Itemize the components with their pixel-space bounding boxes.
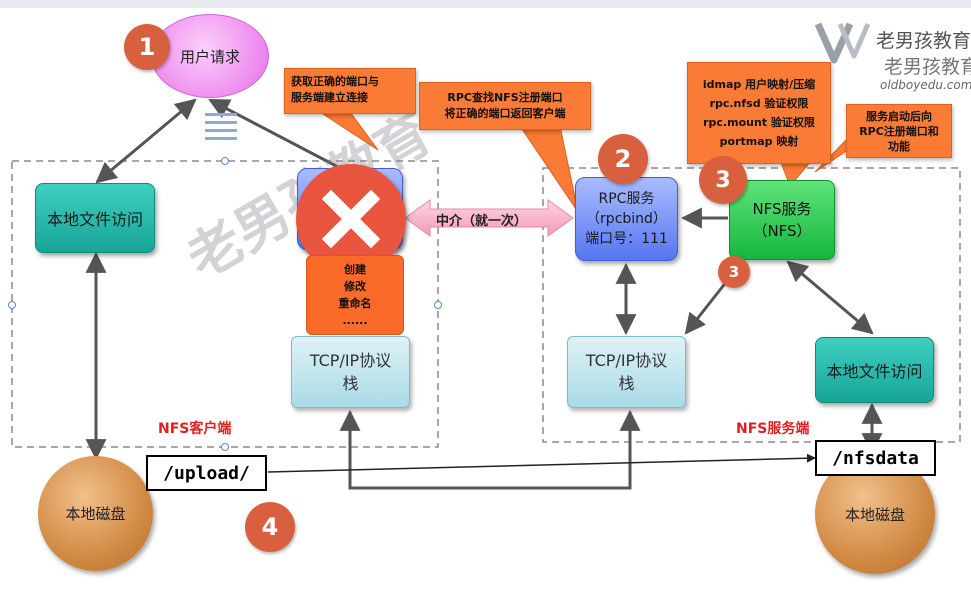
callout-nfs-register: 服务启动后向 RPC注册端口和 功能 (846, 104, 952, 158)
step-3b-badge: 3 (718, 256, 750, 288)
brand-name: 老男孩教育 (876, 30, 971, 52)
step-4-badge: 4 (245, 502, 295, 552)
client-file-ops: 创建 修改 重命名 ...... (306, 255, 404, 335)
server-frame (542, 167, 961, 443)
step-3a-badge: 3 (699, 156, 747, 204)
callout-client-connect: 获取正确的端口与 服务端建立连接 (284, 68, 416, 114)
user-request-node: 用户请求 (151, 14, 269, 98)
client-label: NFS客户端 (158, 421, 232, 437)
three-bars-icon (205, 113, 237, 140)
client-local-disk: 本地磁盘 (38, 456, 153, 571)
brand-logo-mark (814, 22, 871, 64)
server-tcpip-stack: TCP/IP协议 栈 (567, 336, 686, 408)
client-local-file-access: 本地文件访问 (35, 183, 155, 253)
brand-name-faint: 老男孩教育 (884, 56, 971, 78)
step-1-badge: 1 (124, 24, 170, 70)
broker-label: 中介（就一次） (436, 214, 528, 229)
server-share-dir: /nfsdata (815, 440, 936, 476)
server-rpc-service: RPC服务 （rpcbind） 端口号：111 (575, 177, 678, 261)
brand-domain: oldboyedu.com (880, 78, 971, 92)
broker-double-arrow (404, 199, 574, 237)
server-nfs-service: NFS服务 （NFS） (729, 180, 835, 260)
server-local-file-access: 本地文件访问 (815, 337, 934, 403)
client-tcpip-stack: TCP/IP协议 栈 (291, 336, 410, 408)
server-label: NFS服务端 (736, 421, 810, 437)
callout-nfs-features: idmap 用户映射/压缩 rpc.nfsd 验证权限 rpc.mount 验证… (687, 62, 831, 164)
step-2-badge: 2 (598, 134, 648, 184)
top-bar (0, 0, 971, 8)
client-mount-dir: /upload/ (146, 455, 267, 491)
callout-rpc-lookup: RPC查找NFS注册端口 将正确的端口返回客户端 (419, 82, 591, 130)
